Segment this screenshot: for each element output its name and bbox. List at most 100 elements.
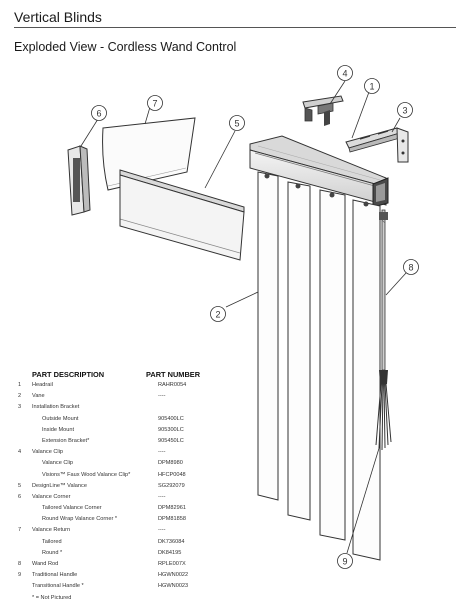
footnote-text: * = Not Pictured bbox=[32, 594, 72, 601]
valance-clip bbox=[302, 95, 344, 126]
callout-4: 4 bbox=[337, 65, 353, 81]
part-description: Installation Bracket bbox=[32, 404, 80, 411]
part-number: SG292079 bbox=[158, 482, 185, 489]
callout-9: 9 bbox=[337, 553, 353, 569]
part-description: Headrail bbox=[32, 382, 53, 388]
svg-text:3: 3 bbox=[402, 105, 407, 115]
part-description: Tailored bbox=[42, 538, 62, 545]
callout-1: 1 bbox=[364, 78, 380, 94]
valance-corner bbox=[67, 145, 91, 216]
part-number-index: 8 bbox=[18, 561, 22, 567]
installation-bracket bbox=[345, 127, 409, 163]
parts-table-row: Round * DK84195 bbox=[18, 549, 238, 560]
page-subtitle: Exploded View - Cordless Wand Control bbox=[14, 40, 237, 54]
callout-2: 2 bbox=[210, 306, 226, 322]
parts-table-header: PART DESCRIPTION PART NUMBER bbox=[18, 370, 238, 381]
part-description: Extension Bracket* bbox=[42, 437, 90, 444]
parts-table: PART DESCRIPTION PART NUMBER 1 Headrail RA… bbox=[18, 370, 238, 604]
part-number: HGWN0022 bbox=[158, 572, 189, 579]
part-description: Valance Corner bbox=[32, 493, 71, 500]
parts-table-row: 2 Vane ---- bbox=[18, 392, 238, 403]
parts-table-row: 1 Headrail RAHR0054 bbox=[18, 381, 238, 392]
parts-table-row: 5 DesignLine™ Valance SG292079 bbox=[18, 482, 238, 493]
svg-text:9: 9 bbox=[342, 556, 347, 566]
callouts: 1 2 3 4 5 6 7 8 9 bbox=[91, 65, 419, 569]
part-number: ---- bbox=[158, 449, 166, 456]
part-description: Valance Clip bbox=[42, 460, 73, 467]
part-description: Inside Mount bbox=[42, 426, 75, 433]
parts-table-row: Round Wrap Valance Corner * DPM81858 bbox=[18, 515, 238, 526]
page-title: Vertical Blinds bbox=[14, 9, 102, 25]
part-number: ---- bbox=[158, 393, 166, 400]
title-divider bbox=[14, 27, 456, 28]
callout-3: 3 bbox=[397, 102, 413, 118]
svg-text:1: 1 bbox=[369, 81, 374, 91]
part-description: Tailored Valance Corner bbox=[42, 505, 102, 512]
callout-8: 8 bbox=[403, 259, 419, 275]
part-number: DPM81858 bbox=[158, 516, 186, 523]
part-number: DPM8980 bbox=[158, 460, 183, 467]
part-number-index: 5 bbox=[18, 482, 22, 489]
part-number: RAHR0054 bbox=[158, 382, 187, 388]
svg-text:2: 2 bbox=[215, 309, 220, 319]
part-description: DesignLine™ Valance bbox=[32, 482, 87, 489]
part-number: DPM82961 bbox=[158, 505, 186, 512]
header-part-description: PART DESCRIPTION bbox=[32, 370, 105, 379]
part-number: DK84195 bbox=[158, 549, 182, 556]
callout-5: 5 bbox=[229, 115, 245, 131]
part-number-index: 1 bbox=[18, 382, 22, 388]
part-number-index: 7 bbox=[18, 527, 22, 534]
part-number: HFCP0048 bbox=[158, 471, 186, 478]
parts-table-row: 8 Wand Rod RPLE007X bbox=[18, 560, 238, 571]
parts-table-row: Visions™ Faux Wood Valance Clip* HFCP0048 bbox=[18, 471, 238, 482]
parts-table-row: Outside Mount 905400LC bbox=[18, 415, 238, 426]
designline-valance bbox=[119, 169, 245, 261]
parts-table-row: Inside Mount 905300LC bbox=[18, 426, 238, 437]
parts-table-row: 3 Installation Bracket bbox=[18, 403, 238, 414]
parts-table-row: 6 Valance Corner ---- bbox=[18, 493, 238, 504]
headrail bbox=[249, 135, 389, 208]
parts-table-row: Tailored Valance Corner DPM82961 bbox=[18, 504, 238, 515]
vanes bbox=[257, 171, 381, 561]
part-number: 905400LC bbox=[158, 415, 184, 422]
svg-text:8: 8 bbox=[408, 262, 413, 272]
parts-table-row: Transitional Handle * HGWN0023 bbox=[18, 582, 238, 593]
part-number-index: 6 bbox=[18, 493, 22, 500]
parts-table-row: Extension Bracket* 905450LC bbox=[18, 437, 238, 448]
svg-text:7: 7 bbox=[152, 98, 157, 108]
part-number-index: 4 bbox=[18, 449, 22, 456]
part-description: Round Wrap Valance Corner * bbox=[42, 516, 118, 523]
part-number: 905300LC bbox=[158, 426, 184, 433]
callout-6: 6 bbox=[91, 105, 107, 121]
part-number: DK736084 bbox=[158, 538, 185, 545]
part-number: 905450LC bbox=[158, 437, 184, 444]
parts-table-body: 1 Headrail RAHR0054 2 Vane ---- 3 Installation … bbox=[18, 381, 238, 594]
part-description: Transitional Handle * bbox=[32, 583, 84, 590]
part-number-index: 2 bbox=[18, 393, 22, 400]
part-number-index: 3 bbox=[18, 404, 22, 411]
part-number: HGWN0023 bbox=[158, 583, 189, 590]
part-description: Visions™ Faux Wood Valance Clip* bbox=[42, 471, 131, 478]
leader-lines bbox=[80, 80, 407, 554]
svg-text:6: 6 bbox=[96, 108, 101, 118]
parts-footnote: * = Not Pictured bbox=[18, 594, 238, 604]
part-number: RPLE007X bbox=[158, 561, 186, 567]
part-description: Vane bbox=[32, 393, 45, 400]
part-description: Wand Rod bbox=[32, 561, 59, 567]
part-description: Round * bbox=[42, 549, 63, 556]
part-description: Outside Mount bbox=[42, 415, 79, 422]
part-description: Traditional Handle bbox=[32, 572, 78, 579]
svg-text:5: 5 bbox=[234, 118, 239, 128]
callout-7: 7 bbox=[147, 95, 163, 111]
wand-handle bbox=[375, 370, 392, 451]
svg-text:4: 4 bbox=[342, 68, 347, 78]
header-part-number: PART NUMBER bbox=[146, 370, 201, 379]
part-number: ---- bbox=[158, 493, 166, 500]
part-number-index: 9 bbox=[18, 572, 22, 579]
part-number: ---- bbox=[158, 527, 166, 534]
parts-table-row: 9 Traditional Handle HGWN0022 bbox=[18, 571, 238, 582]
parts-table-row: Valance Clip DPM8980 bbox=[18, 459, 238, 470]
